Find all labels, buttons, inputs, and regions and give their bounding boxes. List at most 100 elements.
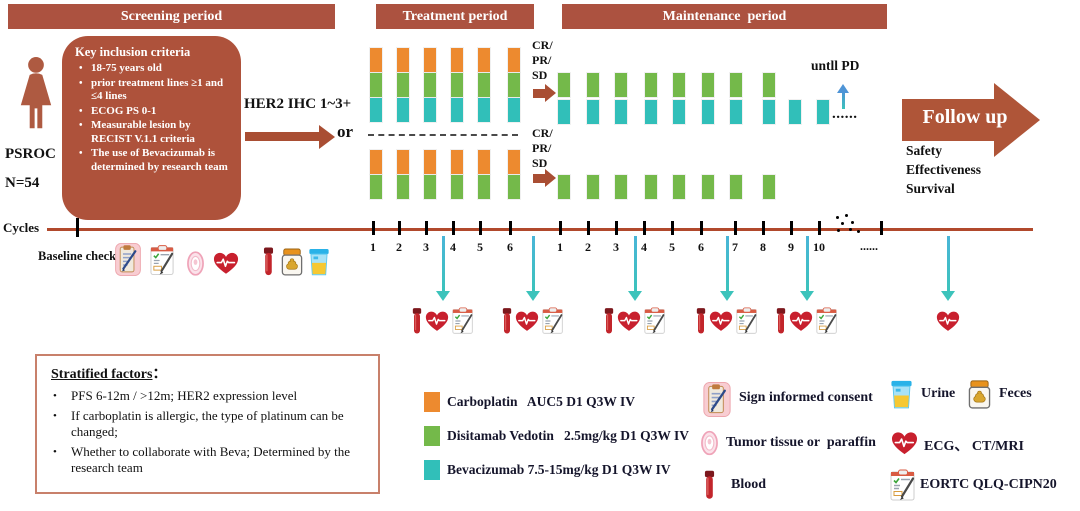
drug-bar-bevacizumab	[587, 100, 599, 124]
urine-icon	[890, 380, 913, 409]
outcome-effectiveness: Effectiveness	[906, 162, 981, 177]
baseline-check-label: Baseline check	[38, 249, 117, 263]
inclusion-title: Key inclusion criteria	[75, 45, 191, 59]
drug-bar-bevacizumab	[451, 98, 463, 122]
assessment-down-arrowhead	[720, 291, 734, 301]
ecg-icon	[617, 310, 641, 333]
response-arrowhead	[545, 169, 556, 187]
cycle-number: 7	[732, 240, 738, 254]
cycle-number: 5	[477, 240, 483, 254]
inclusion-list: 18-75 years oldprior treatment lines ≥1 …	[75, 62, 229, 174]
eortc-icon	[890, 469, 916, 502]
cycle-tick	[452, 221, 455, 235]
screening-to-treatment-arrow	[245, 132, 319, 141]
scatter-dot	[851, 221, 854, 224]
cycle-tick	[559, 221, 562, 235]
drug-bar-disitamab	[730, 175, 742, 199]
screening-to-treatment-arrowhead	[319, 125, 335, 149]
assessment-icon-group	[498, 303, 568, 339]
drug-legend-row: Carboplatin AUC5 D1 Q3W IV	[424, 392, 635, 412]
stratified-item: If carboplatin is allergic, the type of …	[49, 408, 369, 441]
icon-legend-label: Urine	[921, 386, 956, 401]
stratified-item: PFS 6-12m / >12m; HER2 expression level	[49, 388, 369, 405]
drug-legend-swatch-carboplatin	[424, 392, 440, 412]
cycle-tick	[734, 221, 737, 235]
drug-bar-disitamab	[478, 175, 490, 199]
drug-bar-bevacizumab	[730, 100, 742, 124]
drug-bar-bevacizumab	[789, 100, 801, 124]
assessment-down-arrowhead	[436, 291, 450, 301]
drug-bar-disitamab	[397, 73, 409, 97]
assessment-down-arrowhead	[526, 291, 540, 301]
drug-bar-disitamab	[451, 73, 463, 97]
response-line: CR/	[532, 126, 553, 140]
maintenance-period-header: Maintenance period	[562, 4, 887, 29]
icon-legend-label: EORTC QLQ-CIPN20	[920, 477, 1057, 492]
eortc-icon	[816, 307, 838, 335]
drug-bar-disitamab	[730, 73, 742, 97]
ecg-icon	[709, 310, 733, 333]
her2-status-label: HER2 IHC 1~3+	[244, 96, 352, 112]
drug-legend-row: Disitamab Vedotin 2.5mg/kg D1 Q3W IV	[424, 426, 689, 446]
assessment-down-arrow	[946, 236, 950, 292]
assessment-icon-group	[600, 303, 670, 339]
drug-bar-disitamab	[702, 175, 714, 199]
drug-bar-bevacizumab	[397, 98, 409, 122]
drug-bar-carboplatin	[478, 150, 490, 174]
cycle-number: 3	[423, 240, 429, 254]
response-line: CR/	[532, 38, 553, 52]
drug-bar-disitamab	[558, 175, 570, 199]
drug-bar-disitamab	[645, 73, 657, 97]
drug-bar-bevacizumab	[508, 98, 520, 122]
drug-bar-disitamab	[673, 175, 685, 199]
drug-legend-swatch-disitamab	[424, 426, 440, 446]
cycle-tick	[762, 221, 765, 235]
cycle-tick	[615, 221, 618, 235]
cycle-number: 8	[760, 240, 766, 254]
cycle-number: 1	[557, 240, 563, 254]
assessment-icon-group	[913, 303, 983, 339]
ecg-icon	[891, 431, 918, 456]
screening-period-header: Screening period	[8, 4, 335, 29]
response-line: PR/	[532, 141, 552, 155]
response-arrow	[533, 174, 545, 183]
cycle-number: 5	[669, 240, 675, 254]
drug-bar-carboplatin	[397, 48, 409, 72]
scatter-dot	[836, 216, 839, 219]
until-pd-up-arrow	[841, 92, 845, 109]
drug-bar-disitamab	[587, 73, 599, 97]
cycle-tick	[479, 221, 482, 235]
cycles-axis-label: Cycles	[3, 220, 40, 235]
blood-icon	[604, 307, 614, 335]
cycle-tick	[790, 221, 793, 235]
drug-bar-bevacizumab	[673, 100, 685, 124]
blood-icon	[502, 307, 512, 335]
sample-size: N=54	[5, 175, 40, 191]
outcome-safety: Safety	[906, 143, 942, 158]
stratified-title-text: Stratified factors	[51, 367, 153, 382]
cycle-tick	[587, 221, 590, 235]
drug-bar-bevacizumab	[424, 98, 436, 122]
drug-bar-bevacizumab	[615, 100, 627, 124]
baseline-tick	[76, 218, 79, 237]
blood-icon	[412, 307, 422, 335]
icon-legend-label: Feces	[999, 386, 1032, 401]
maintenance-continuation-dots: ......	[832, 106, 858, 122]
drug-bar-disitamab	[615, 175, 627, 199]
drug-bar-carboplatin	[397, 150, 409, 174]
drug-bar-disitamab	[508, 73, 520, 97]
eortc-icon	[736, 307, 758, 335]
blood-icon	[696, 307, 706, 335]
stratified-factors-title: Stratified factors：	[51, 363, 166, 383]
stratified-title-colon: ：	[152, 367, 167, 382]
inclusion-item: The use of Bevacizumab is determined by …	[79, 147, 229, 174]
inclusion-item: Measurable lesion by RECIST V.1.1 criter…	[79, 119, 229, 146]
inclusion-item: ECOG PS 0-1	[79, 105, 229, 119]
drug-bar-disitamab	[508, 175, 520, 199]
cycle-tick	[643, 221, 646, 235]
icon-legend-label: ECG、 CT/MRI	[924, 439, 1024, 454]
assessment-down-arrowhead	[941, 291, 955, 301]
eortc-icon	[150, 245, 175, 276]
eortc-icon	[452, 307, 474, 335]
